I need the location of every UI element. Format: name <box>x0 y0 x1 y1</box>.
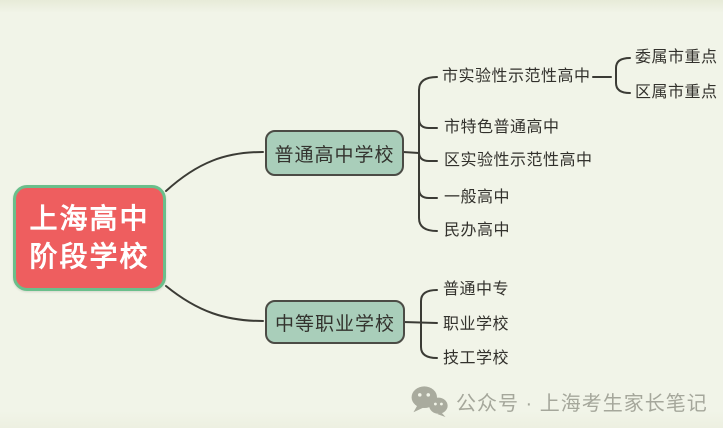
connector-level3-trunk <box>615 57 631 94</box>
leaf-node-technical[interactable]: 技工学校 <box>443 350 510 367</box>
watermark: 公众号 · 上海考生家长笔记 <box>410 385 708 417</box>
connector-branch1-exit <box>402 151 420 154</box>
root-label-line2: 阶段学校 <box>29 241 150 272</box>
branch-node-general-high-school[interactable]: 普通高中学校 <box>265 130 404 176</box>
leaf-node-vocational[interactable]: 职业学校 <box>443 316 510 333</box>
connector-stub-shitese <box>418 118 438 129</box>
leaf-node-committee-key[interactable]: 委属市重点 <box>635 49 718 66</box>
connector-stub-qushiyan <box>418 151 438 162</box>
leaf-node-city-special-high[interactable]: 市特色普通高中 <box>444 119 560 136</box>
branch-node-vocational-school[interactable]: 中等职业学校 <box>265 300 405 344</box>
wechat-icon <box>411 386 448 417</box>
leaf-node-district-key[interactable]: 区属市重点 <box>635 84 718 101</box>
leaf-node-ordinary-secondary[interactable]: 普通中专 <box>443 281 510 298</box>
leaf-node-private-high[interactable]: 民办高中 <box>444 222 511 239</box>
connector-root-to-branch1 <box>165 151 264 192</box>
root-label-line1: 上海高中 <box>29 203 150 234</box>
watermark-text: 公众号 · 上海考生家长笔记 <box>456 392 708 415</box>
root-node[interactable]: 上海高中 阶段学校 <box>13 185 166 291</box>
leaf-node-city-model-high[interactable]: 市实验性示范性高中 <box>442 68 591 85</box>
leaf-node-district-model-high[interactable]: 区实验性示范性高中 <box>444 152 593 169</box>
connector-stub-yiban <box>418 188 438 199</box>
connector-branch1-trunk <box>418 76 438 232</box>
connector-root-to-branch2 <box>165 285 264 322</box>
leaf-node-ordinary-high[interactable]: 一般高中 <box>444 189 511 206</box>
connector-branch2-trunk <box>420 289 438 359</box>
